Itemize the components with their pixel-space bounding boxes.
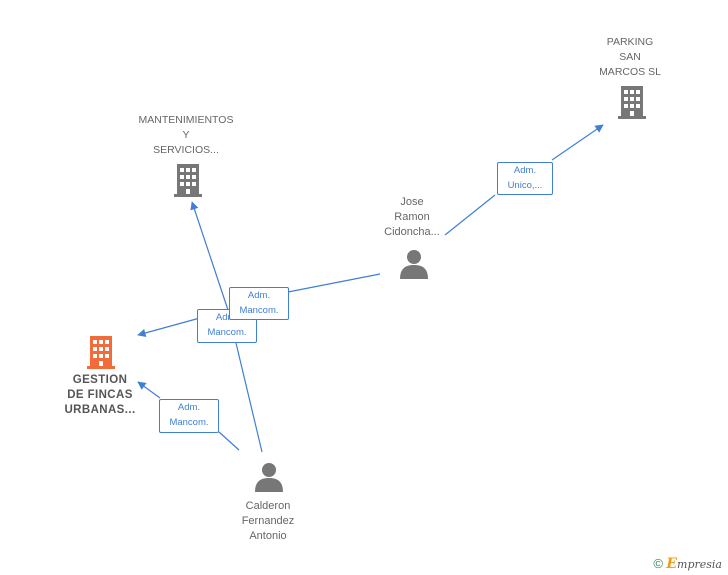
building-icon (618, 86, 646, 119)
node-label-mantenimientos[interactable]: MANTENIMIENTOS Y SERVICIOS... (138, 114, 234, 156)
node-label-gestion[interactable]: GESTION DE FINCAS URBANAS... (64, 374, 136, 416)
edge-jose-parking (444, 125, 603, 236)
edge-label-text: Adm. Mancom. (169, 402, 209, 428)
edge-label-text: Adm. Mancom. (207, 312, 247, 338)
brand-logo-text: mpresia (677, 558, 722, 571)
node-label-calderon[interactable]: Calderon Fernandez Antonio (241, 500, 295, 542)
edge-label-calderon-gestion: Adm. Mancom. (159, 399, 219, 433)
copyright-icon: © (653, 556, 664, 571)
building-icon (87, 336, 115, 369)
node-label-parking[interactable]: PARKING SAN MARCOS SL (599, 36, 661, 78)
building-icon (174, 164, 202, 197)
copyright-footer: © Empresia (653, 556, 722, 572)
brand-logo-initial: E (666, 556, 678, 572)
edge-label-jose-gestion: Adm. Mancom. (229, 287, 289, 320)
edge-label-text: Adm. Unico,... (507, 165, 543, 191)
edge-calderon-gestion (138, 382, 240, 451)
edge-label-text: Adm. Mancom. (239, 290, 279, 316)
edge-label-jose-parking: Adm. Unico,... (497, 162, 553, 195)
edge-calderon-mant (192, 202, 263, 453)
person-icon (255, 463, 283, 492)
node-label-jose[interactable]: Jose Ramon Cidoncha... (384, 196, 440, 238)
person-icon (400, 250, 428, 279)
